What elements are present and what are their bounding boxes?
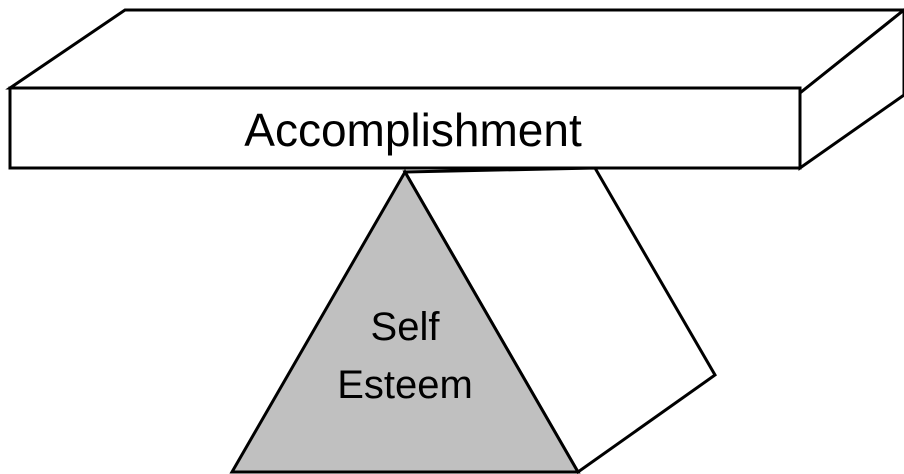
beam-label: Accomplishment (244, 104, 582, 156)
beam-top-face (5, 8, 904, 95)
fulcrum-label-line2: Esteem (337, 363, 473, 407)
fulcrum-label-line1: Self (371, 305, 441, 349)
fulcrum-front-face (229, 168, 581, 474)
beam-front-face (8, 86, 802, 170)
